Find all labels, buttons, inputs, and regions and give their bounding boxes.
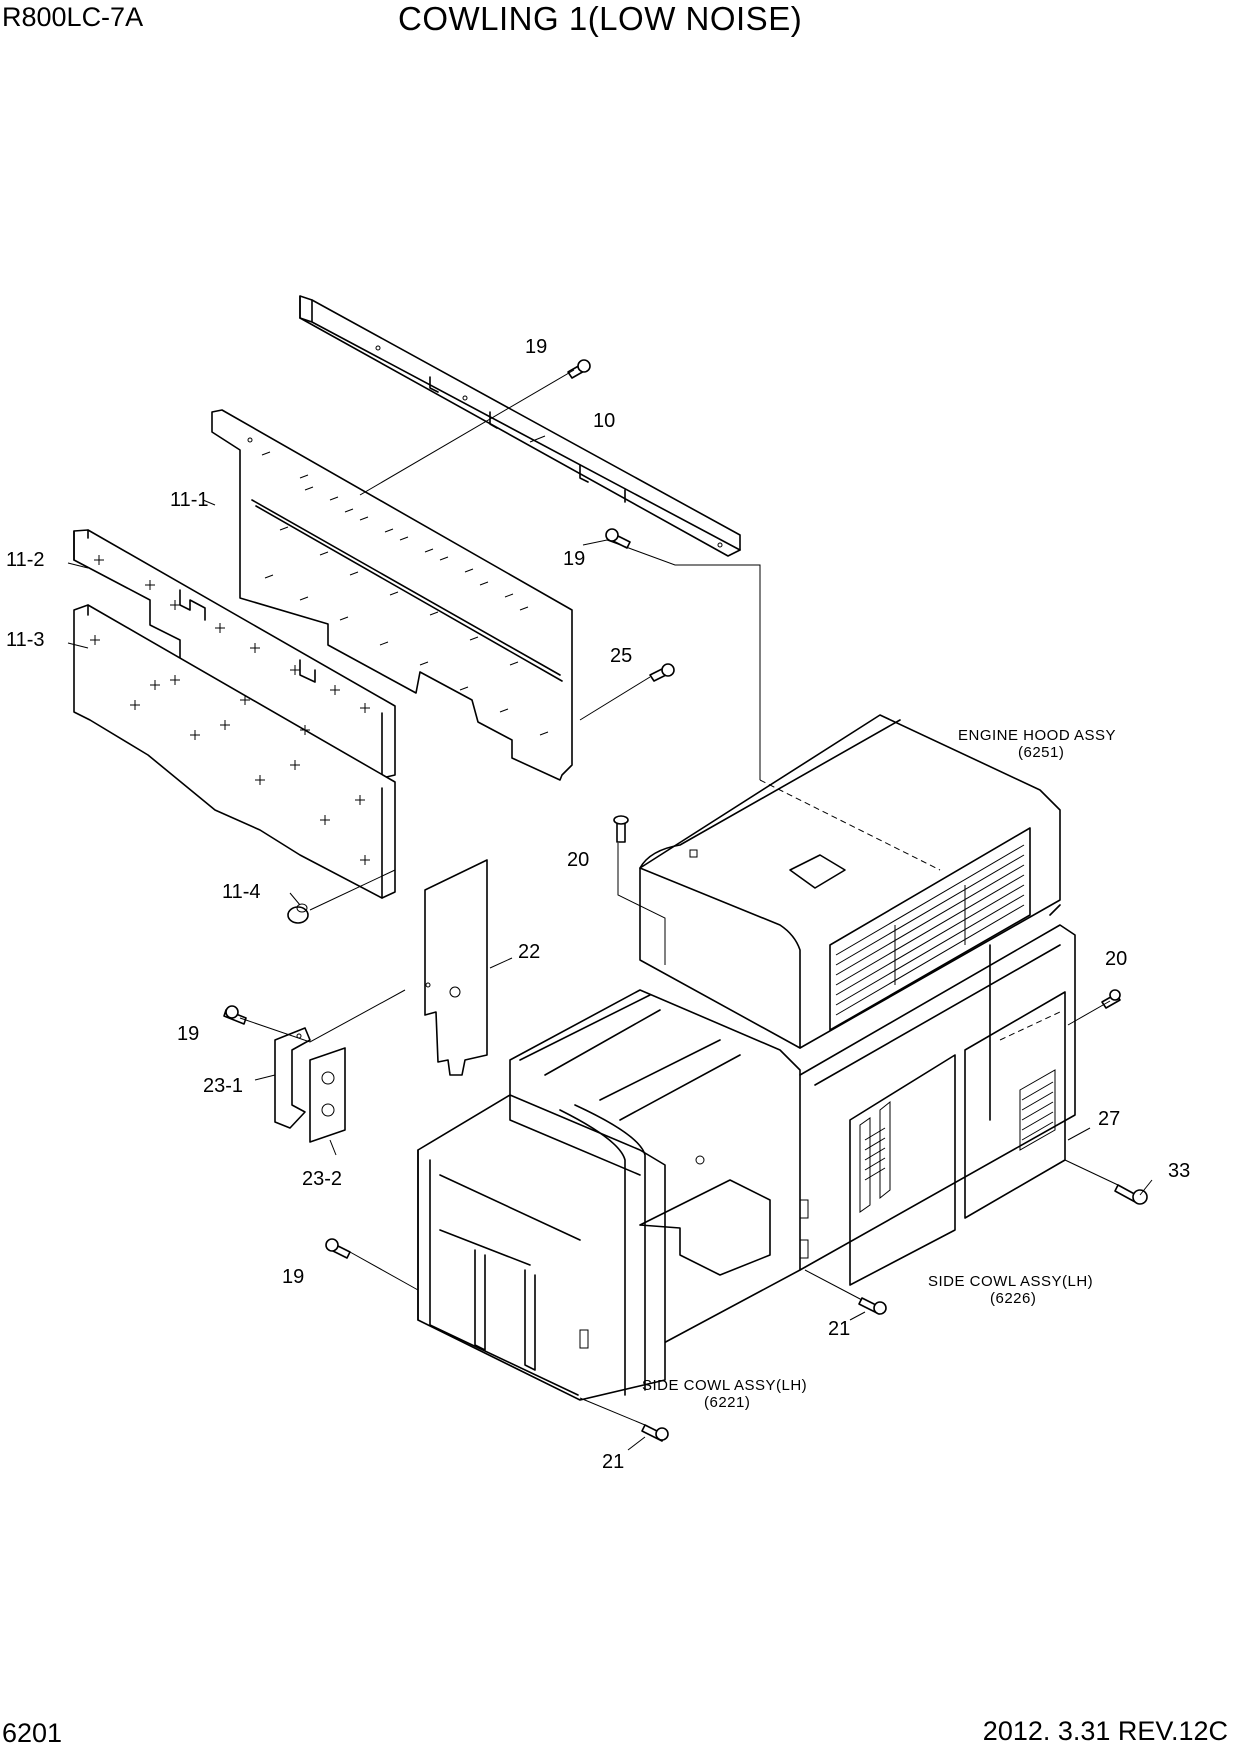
side-cowl-6221-label: SIDE COWL ASSY(LH) (642, 1377, 807, 1394)
callout-23-2: 23-2 (302, 1168, 342, 1190)
bolt-19-top (567, 359, 591, 379)
part-22-plate (424, 859, 488, 1076)
callout-19-top: 19 (525, 336, 547, 358)
callout-21-right: 21 (828, 1318, 850, 1340)
date-revision: 2012. 3.31 REV.12C (982, 1716, 1228, 1746)
part-11-4-clip (287, 903, 309, 924)
callout-22: 22 (518, 941, 540, 963)
callout-19-mid: 19 (563, 548, 585, 570)
engine-hood-assy (639, 714, 1061, 1049)
callout-11-3: 11-3 (6, 629, 45, 651)
bolt-19-mid (605, 528, 631, 549)
callout-11-2: 11-2 (6, 549, 45, 571)
model-number: R800LC-7A (2, 2, 144, 32)
callout-20-left: 20 (567, 849, 589, 871)
callout-19-left: 19 (177, 1023, 199, 1045)
engine-hood-assy-label: ENGINE HOOD ASSY (958, 727, 1116, 744)
part-10-rail (299, 295, 741, 557)
page-title: COWLING 1(LOW NOISE) (398, 0, 803, 37)
callout-11-1: 11-1 (170, 489, 209, 511)
side-cowl-frame (417, 904, 1076, 1401)
side-cowl-6226-label: SIDE COWL ASSY(LH) (928, 1273, 1093, 1290)
side-cowl-6226-code: (6226) (990, 1290, 1036, 1307)
callout-11-4: 11-4 (222, 881, 261, 903)
bolt-33 (1114, 1184, 1148, 1205)
callout-33: 33 (1168, 1160, 1190, 1182)
callout-23-1: 23-1 (203, 1075, 243, 1097)
part-11-1-panel (211, 409, 573, 781)
bolt-21-right (858, 1297, 887, 1315)
part-11-3-panel (73, 604, 396, 899)
callout-25: 25 (610, 645, 632, 667)
callout-10: 10 (593, 410, 615, 432)
callout-19-bottom: 19 (282, 1266, 304, 1288)
callout-20-right: 20 (1105, 948, 1127, 970)
bolt-20-left (613, 815, 629, 843)
bolt-25 (649, 663, 675, 682)
engine-hood-assy-code: (6251) (1018, 744, 1064, 761)
part-23-1-bracket (274, 1027, 311, 1129)
page-number: 6201 (2, 1718, 63, 1748)
side-cowl-6221-code: (6221) (704, 1394, 750, 1411)
part-23-2-plate (309, 1047, 346, 1143)
bolt-21-bottom (641, 1424, 669, 1442)
bolt-19-bottom (325, 1238, 351, 1259)
callout-21-bottom: 21 (602, 1451, 624, 1473)
bolt-19-left (223, 1005, 247, 1025)
leader-lines (67, 369, 1153, 1451)
bolt-20-right (1101, 989, 1121, 1009)
callout-27: 27 (1098, 1108, 1120, 1130)
